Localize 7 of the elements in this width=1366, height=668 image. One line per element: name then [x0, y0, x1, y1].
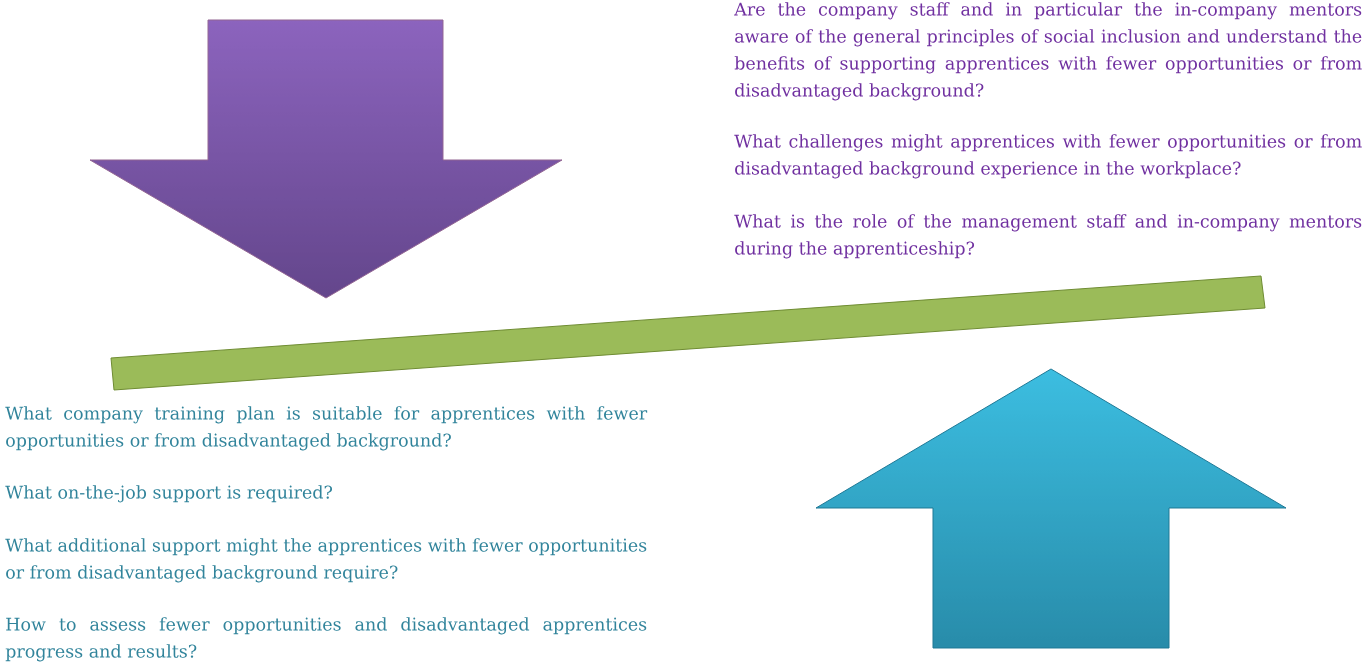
- question-text: What challenges might apprentices with fewer opportunities or from disadvantaged background experience in the workplace?: [734, 134, 1362, 179]
- question-text: What is the role of the management staff and in-company mentors during the apprenticeship?: [734, 214, 1362, 259]
- question-text: What on-the-job support is required?: [5, 485, 333, 503]
- question-text: Are the company staff and in particular the in-company mentors aware of the general principles of social inclusion and understand the benefits of supporting apprentices with fewer opportunities or from disadvantaged background?: [734, 2, 1362, 101]
- question-text: What company training plan is suitable for apprentices with fewer opportunities or from disadvantaged background?: [5, 406, 648, 451]
- question-text: How to assess fewer opportunities and disadvantaged apprentices progress and results?: [5, 617, 647, 662]
- question-text: What additional support might the apprentices with fewer opportunities or from disadvantaged background require?: [5, 538, 647, 583]
